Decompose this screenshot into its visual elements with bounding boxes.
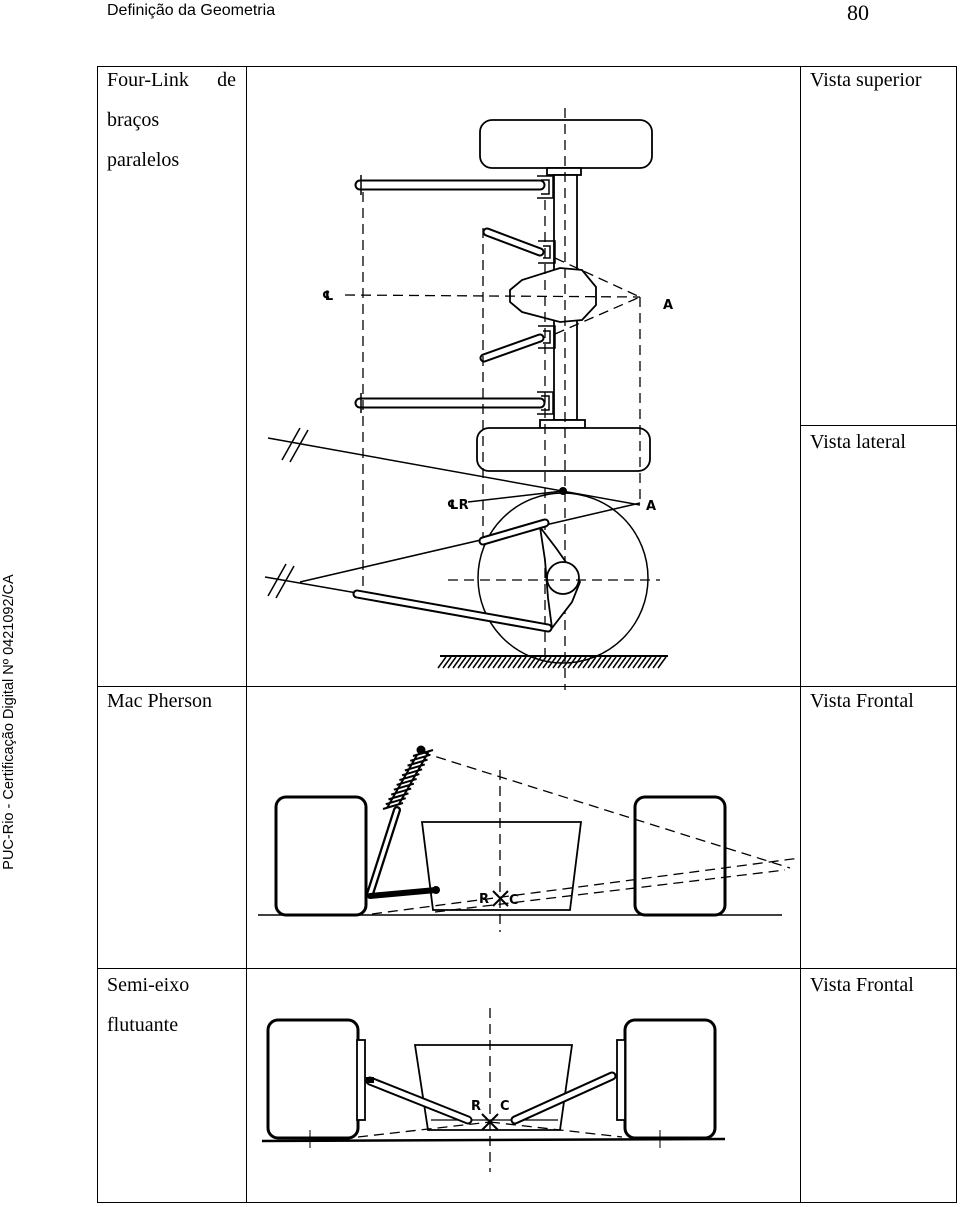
table-column-divider-right xyxy=(800,66,801,1203)
row-1-name-line-2: braços xyxy=(107,109,160,131)
table-outer-border xyxy=(97,66,957,1203)
row-1-view-side: Vista lateral xyxy=(810,431,906,453)
table-row-divider-1 xyxy=(97,686,957,687)
certification-watermark: PUC-Rio - Certificação Digital Nº 042109… xyxy=(1,574,17,870)
row-3-name-line-1: Semi-eixo xyxy=(107,974,190,996)
row-1-name-line-1: Four-Link de xyxy=(107,69,236,91)
running-header-title: Definição da Geometria xyxy=(107,2,276,19)
row-2-view-front: Vista Frontal xyxy=(810,690,914,712)
page-number: 80 xyxy=(847,0,869,25)
view-subdivider xyxy=(800,425,957,426)
table-row-divider-2 xyxy=(97,968,957,969)
row-2-name-line-1: Mac Pherson xyxy=(107,690,212,712)
row-1-view-top: Vista superior xyxy=(810,69,922,91)
row-3-name-line-2: flutuante xyxy=(107,1014,179,1036)
row-3-view-front: Vista Frontal xyxy=(810,974,914,996)
table-column-divider-left xyxy=(246,66,247,1203)
row-1-name-line-3: paralelos xyxy=(107,149,180,171)
